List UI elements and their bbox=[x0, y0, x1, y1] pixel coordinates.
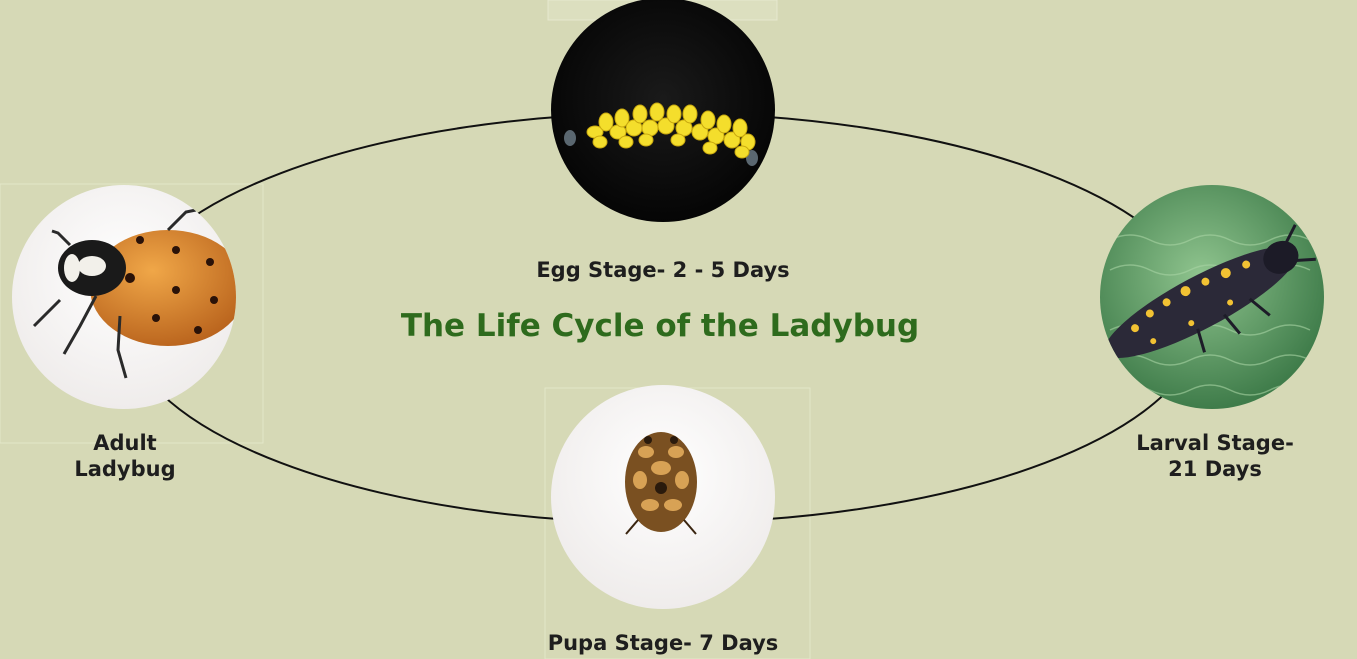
stage-label-egg: Egg Stage- 2 - 5 Days bbox=[498, 257, 828, 283]
stage-label-pupa: Pupa Stage- 7 Days bbox=[503, 630, 823, 656]
stage-label-line: Ladybug bbox=[40, 456, 210, 482]
stage-label-line: 21 Days bbox=[1110, 456, 1320, 482]
stage-label-line: Larval Stage- bbox=[1110, 430, 1320, 456]
ladybug-photo bbox=[12, 185, 246, 409]
larva-photo bbox=[1093, 185, 1330, 409]
stage-label-larval: Larval Stage- 21 Days bbox=[1110, 430, 1320, 482]
stage-label-adult: Adult Ladybug bbox=[40, 430, 210, 482]
stage-label-line: Pupa Stage- 7 Days bbox=[503, 630, 823, 656]
egg-cluster-photo bbox=[551, 0, 775, 222]
pupa-photo bbox=[551, 385, 775, 609]
stage-label-line: Adult bbox=[40, 430, 210, 456]
diagram-title: The Life Cycle of the Ladybug bbox=[340, 308, 980, 344]
stage-label-line: Egg Stage- 2 - 5 Days bbox=[498, 257, 828, 283]
